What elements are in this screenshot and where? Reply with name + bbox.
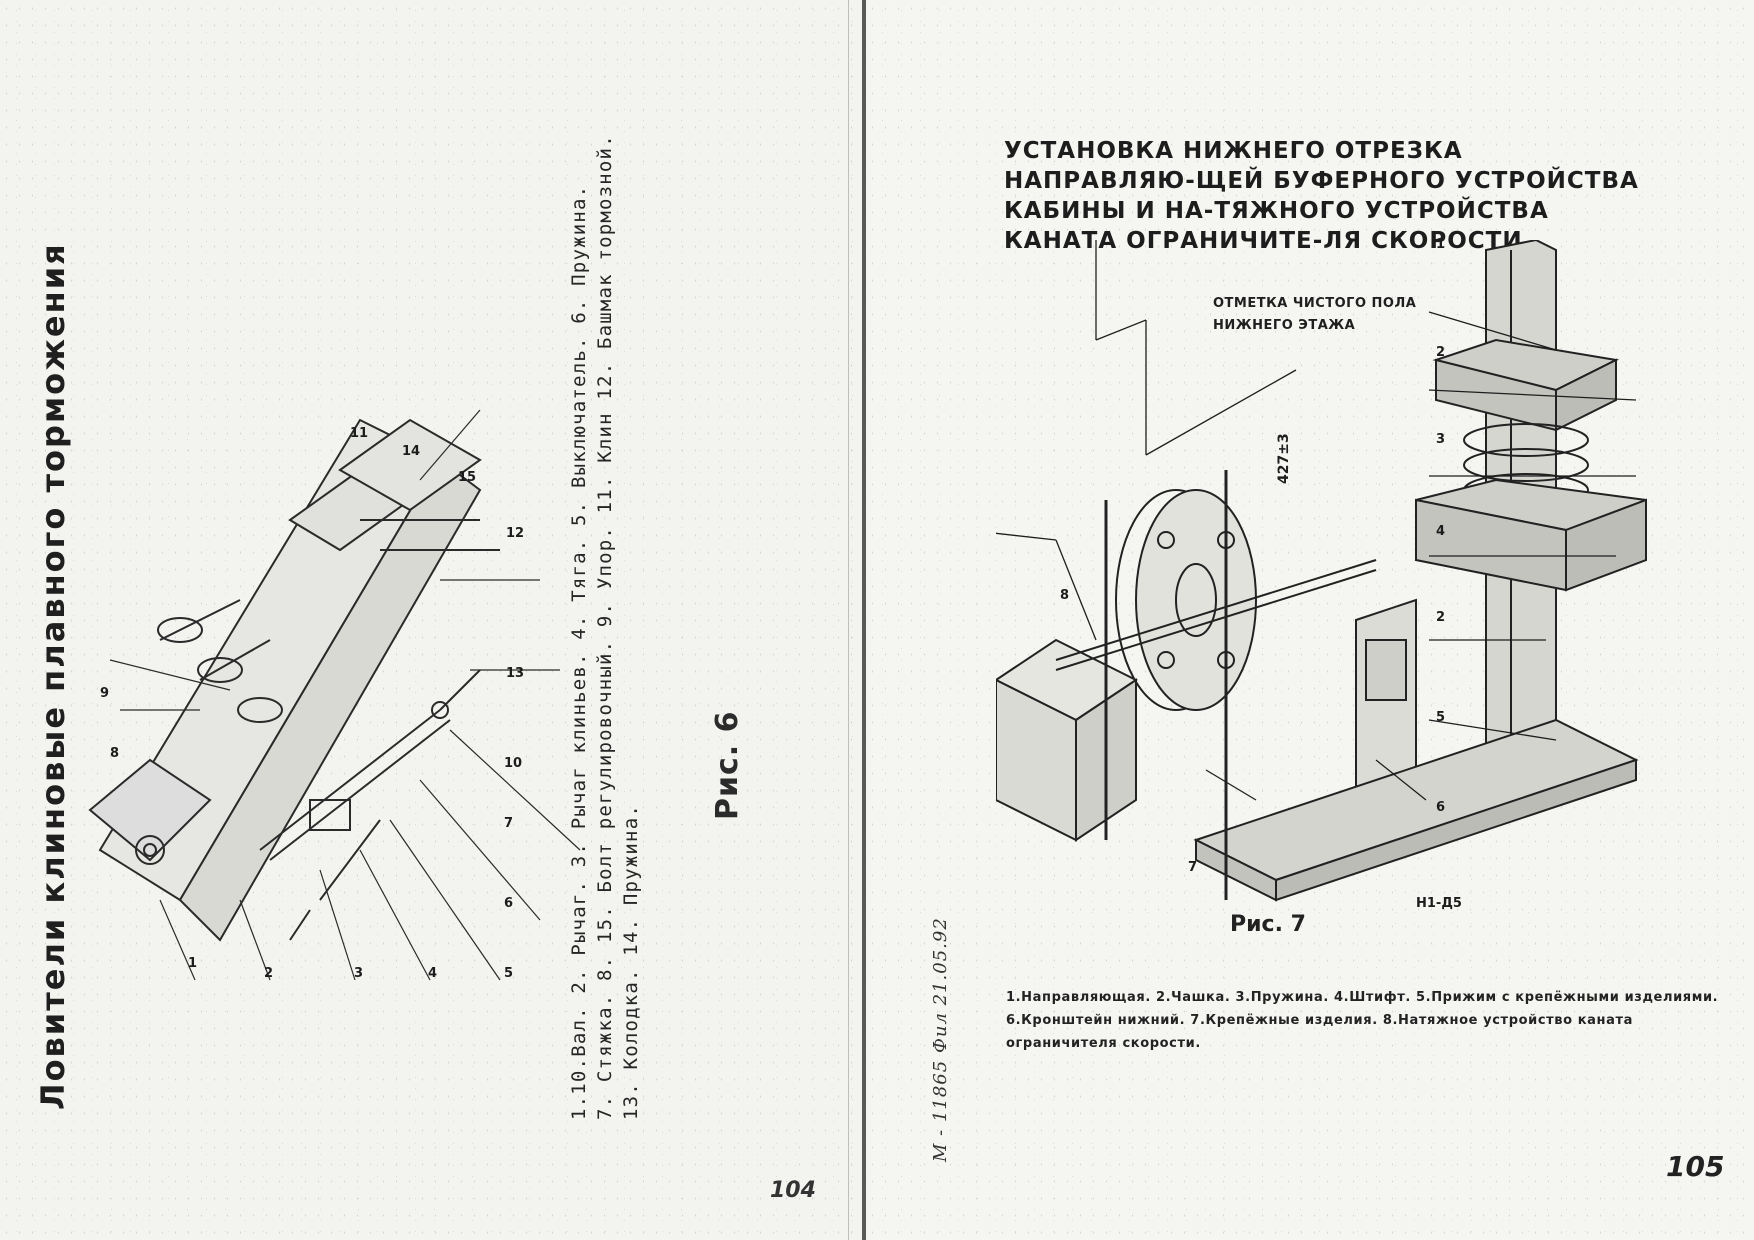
callout-9: 9 <box>100 686 110 701</box>
left-legend-line-3: 13. Колодка. 14. Пружина. <box>620 804 642 1120</box>
floor-mark-label: ОТМЕТКА ЧИСТОГО ПОЛА <box>1213 296 1417 311</box>
right-page-title: УСТАНОВКА НИЖНЕГО ОТРЕЗКА НАПРАВЛЯЮ-ЩЕЙ … <box>1004 138 1639 254</box>
handwritten-margin-note: М - 11865 Фил 21.05.92 <box>930 917 951 1162</box>
right-callout-2b: 2 <box>1436 610 1446 625</box>
right-callout-6: 6 <box>1436 800 1446 815</box>
callout-3: 3 <box>354 966 364 981</box>
left-figure-label: Рис. 6 <box>710 710 745 820</box>
dimension-label: 427±3 <box>1276 433 1292 484</box>
callout-8: 8 <box>110 746 120 761</box>
catcher-mechanism-drawing <box>88 409 581 981</box>
callout-5: 5 <box>504 966 514 981</box>
h1-d5-mark: Н1-Д5 <box>1416 896 1462 911</box>
callout-12: 12 <box>506 526 525 541</box>
left-legend-line-1: 1.10.Вал. 2. Рычаг. 3. Рычаг клиньев. 4.… <box>568 184 590 1120</box>
page-fold-shadow <box>848 0 849 1240</box>
right-callout-5: 5 <box>1436 710 1446 725</box>
buffer-guide-drawing <box>996 240 1647 902</box>
callout-6: 6 <box>504 896 514 911</box>
right-callout-7: 7 <box>1188 860 1198 875</box>
right-callout-8: 8 <box>1060 588 1070 603</box>
callout-10: 10 <box>504 756 523 771</box>
callout-7: 7 <box>504 816 514 831</box>
callout-11: 11 <box>350 426 369 441</box>
floor-mark-label-2: НИЖНЕГО ЭТАЖА <box>1213 318 1356 333</box>
callout-15: 15 <box>458 470 477 485</box>
left-page: Ловители клиновые плавного торможения <box>0 0 866 1240</box>
callout-4: 4 <box>428 966 438 981</box>
callout-14: 14 <box>402 444 421 459</box>
page-spine <box>862 0 866 1240</box>
right-page-number: 105 <box>1666 1150 1725 1183</box>
right-callout-4: 4 <box>1436 524 1446 539</box>
callout-1: 1 <box>188 956 198 971</box>
right-callout-1: 1 <box>1436 237 1446 252</box>
left-legend-line-2: 7. Стяжка. 8. 15. Болт регулировочный. 9… <box>594 134 616 1120</box>
left-page-number: 104 <box>770 1178 816 1203</box>
callout-13: 13 <box>506 666 525 681</box>
right-callout-2: 2 <box>1436 345 1446 360</box>
right-legend: 1.Направляющая. 2.Чашка. 3.Пружина. 4.Шт… <box>1006 990 1719 1051</box>
callout-2: 2 <box>264 966 274 981</box>
right-callout-3: 3 <box>1436 432 1446 447</box>
right-figure-label: Рис. 7 <box>1230 912 1306 937</box>
